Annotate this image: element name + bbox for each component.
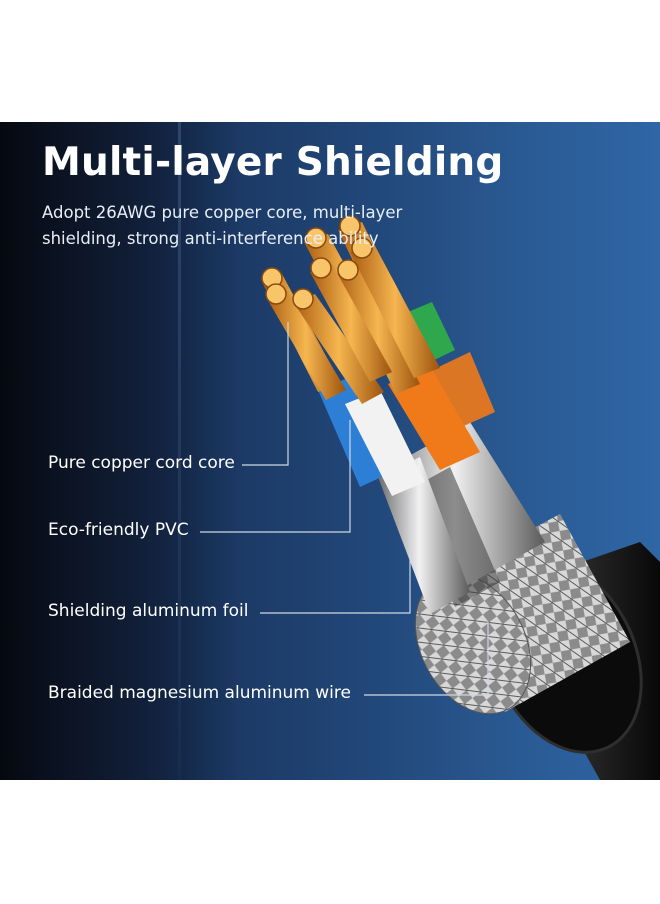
background-divider (178, 122, 181, 780)
page-title: Multi-layer Shielding (42, 140, 504, 185)
leader-pvc (200, 420, 351, 533)
callout-braided-wire: Braided magnesium aluminum wire (48, 683, 351, 703)
callout-pvc: Eco-friendly PVC (48, 520, 189, 540)
copper-conductors (261, 215, 440, 404)
foil-shielded-pairs (378, 422, 545, 614)
callout-copper-core: Pure copper cord core (48, 453, 235, 473)
product-banner: Multi-layer Shielding Adopt 26AWG pure c… (0, 122, 660, 780)
insulated-wires (318, 302, 495, 496)
leader-braid (364, 622, 489, 696)
leader-copper-core (242, 322, 289, 466)
callout-leader-lines (200, 322, 489, 696)
leader-foil (260, 497, 411, 614)
callout-aluminum-foil: Shielding aluminum foil (48, 601, 249, 621)
cable-cross-section-illustration (200, 215, 660, 780)
page-subtitle: Adopt 26AWG pure copper core, multi-laye… (42, 203, 403, 248)
